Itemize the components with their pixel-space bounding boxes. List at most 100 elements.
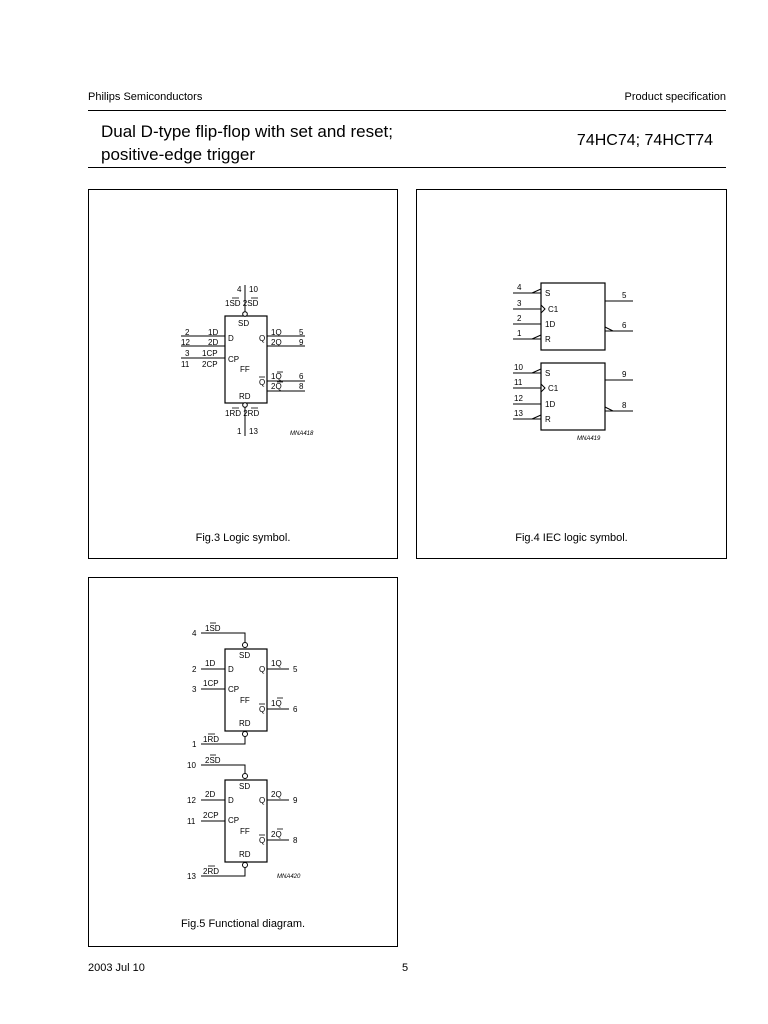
iec1-pin-5: 5 [622, 291, 627, 300]
fig3-caption: Fig.3 Logic symbol. [195, 532, 291, 544]
ff2-ext-sd: 2SD [205, 756, 221, 765]
iec1-label-r: R [545, 335, 551, 344]
box-rd: RD [239, 392, 251, 401]
ff2-pin-cp: 11 [187, 817, 196, 826]
ff2-pin-sd: 10 [187, 761, 196, 770]
ff2-ext-q-bar: 2Q [271, 830, 282, 839]
ff1-ext-cp: 1CP [203, 679, 219, 688]
ff1-box-ff: FF [240, 696, 250, 705]
label-rd-inputs: 1RD 2RD [225, 409, 259, 418]
iec1-pin-4: 4 [517, 283, 522, 292]
ff1-box-d: D [228, 665, 234, 674]
ff2-ext-d: 2D [205, 790, 215, 799]
iec-symbol-diagram: 4 3 2 1 S C1 1D R 5 6 10 11 12 13 S C1 1… [513, 282, 633, 442]
figure-logic-symbol: 4 10 1SD 2SD 1RD 2RD 1 13 SD D CP FF Q Q… [88, 189, 398, 559]
ff2-box-ff: FF [240, 827, 250, 836]
pin-3: 3 [185, 349, 190, 358]
figure-functional-diagram: 4 1SD SD 2 1D D 3 1CP CP FF RD Q Q 1Q 5 … [88, 577, 398, 947]
pin-10: 10 [249, 285, 258, 294]
ff2-ext-cp: 2CP [203, 811, 219, 820]
figure-ref: MNA418 [290, 431, 314, 437]
document-title: Dual D-type flip-flop with set and reset… [101, 120, 393, 166]
title-line-1: Dual D-type flip-flop with set and reset… [101, 122, 393, 141]
header-company: Philips Semiconductors [88, 91, 203, 103]
label-2d: 2D [208, 338, 218, 347]
iec1-pin-3: 3 [517, 299, 522, 308]
fig5-caption: Fig.5 Functional diagram. [180, 918, 306, 930]
pin-4: 4 [237, 285, 242, 294]
ff1-pin-cp: 3 [192, 685, 197, 694]
iec1-label-c1: C1 [548, 305, 559, 314]
pin-12: 12 [181, 338, 190, 347]
iec2-pin-10: 10 [514, 363, 523, 372]
ff2-pin-q: 9 [293, 796, 298, 805]
ff1-box-q: Q [259, 665, 265, 674]
ff2-ext-q: 2Q [271, 790, 282, 799]
header-rule [88, 110, 726, 111]
ff1-ext-d: 1D [205, 659, 215, 668]
iec2-label-r: R [545, 415, 551, 424]
logic-symbol-diagram: 4 10 1SD 2SD 1RD 2RD 1 13 SD D CP FF Q Q… [181, 285, 314, 437]
figure-ref: MNA419 [577, 436, 601, 442]
ff1-ext-q-bar: 1Q [271, 699, 282, 708]
iec1-pin-2: 2 [517, 314, 522, 323]
box-sd: SD [238, 319, 249, 328]
functional-diagram: 4 1SD SD 2 1D D 3 1CP CP FF RD Q Q 1Q 5 … [187, 622, 301, 881]
label-1d: 1D [208, 328, 218, 337]
ff1-pin-rd: 1 [192, 740, 197, 749]
ff2-box-sd: SD [239, 782, 250, 791]
title-line-2: positive-edge trigger [101, 145, 256, 164]
figure-iec-logic-symbol: 4 3 2 1 S C1 1D R 5 6 10 11 12 13 S C1 1… [416, 189, 727, 559]
ff1-box-cp: CP [228, 685, 239, 694]
ff1-box-q-bar: Q [259, 705, 265, 714]
pin-2: 2 [185, 328, 190, 337]
box-ff: FF [240, 365, 250, 374]
iec2-pin-11: 11 [514, 378, 523, 387]
figure-ref: MNA420 [277, 874, 301, 880]
pin-5: 5 [299, 328, 304, 337]
iec1-label-1d: 1D [545, 320, 555, 329]
label-1cp: 1CP [202, 349, 218, 358]
box-q: Q [259, 334, 265, 343]
label-2q: 2Q [271, 338, 282, 347]
box-q-bar: Q [259, 378, 265, 387]
iec1-pin-6: 6 [622, 321, 627, 330]
label-2q-bar: 2Q [271, 382, 282, 391]
fig4-caption: Fig.4 IEC logic symbol. [515, 532, 628, 544]
ff2-box-q: Q [259, 796, 265, 805]
ff1-pin-sd: 4 [192, 629, 197, 638]
ff2-pin-rd: 13 [187, 872, 196, 881]
label-sd-inputs: 1SD 2SD [225, 299, 259, 308]
ff2-pin-q-bar: 8 [293, 836, 298, 845]
iec2-pin-9: 9 [622, 370, 627, 379]
ff2-pin-d: 12 [187, 796, 196, 805]
ff1-box-rd: RD [239, 719, 251, 728]
ff2-ext-rd: 2RD [203, 867, 219, 876]
iec2-label-c1: C1 [548, 384, 559, 393]
label-1q-bar: 1Q [271, 372, 282, 381]
pin-11: 11 [181, 360, 190, 369]
header-doc-type: Product specification [624, 91, 727, 103]
iec1-pin-1: 1 [517, 329, 522, 338]
box-cp: CP [228, 355, 239, 364]
iec2-pin-12: 12 [514, 394, 523, 403]
iec1-label-s: S [545, 289, 550, 298]
pin-13: 13 [249, 427, 258, 436]
label-1q: 1Q [271, 328, 282, 337]
pin-9: 9 [299, 338, 304, 347]
part-number: 74HC74; 74HCT74 [576, 132, 713, 149]
iec2-label-1d: 1D [545, 400, 555, 409]
pin-8: 8 [299, 382, 304, 391]
box-d: D [228, 334, 234, 343]
iec2-label-s: S [545, 369, 550, 378]
ff1-ext-rd: 1RD [203, 735, 219, 744]
ff1-ext-sd: 1SD [205, 624, 221, 633]
pin-1: 1 [237, 427, 242, 436]
ff1-pin-q-bar: 6 [293, 705, 298, 714]
pin-6: 6 [299, 372, 304, 381]
iec2-pin-13: 13 [514, 409, 523, 418]
page-number: 5 [402, 962, 409, 974]
title-rule [88, 167, 726, 168]
footer-date: 2003 Jul 10 [88, 962, 145, 974]
ff2-box-cp: CP [228, 816, 239, 825]
